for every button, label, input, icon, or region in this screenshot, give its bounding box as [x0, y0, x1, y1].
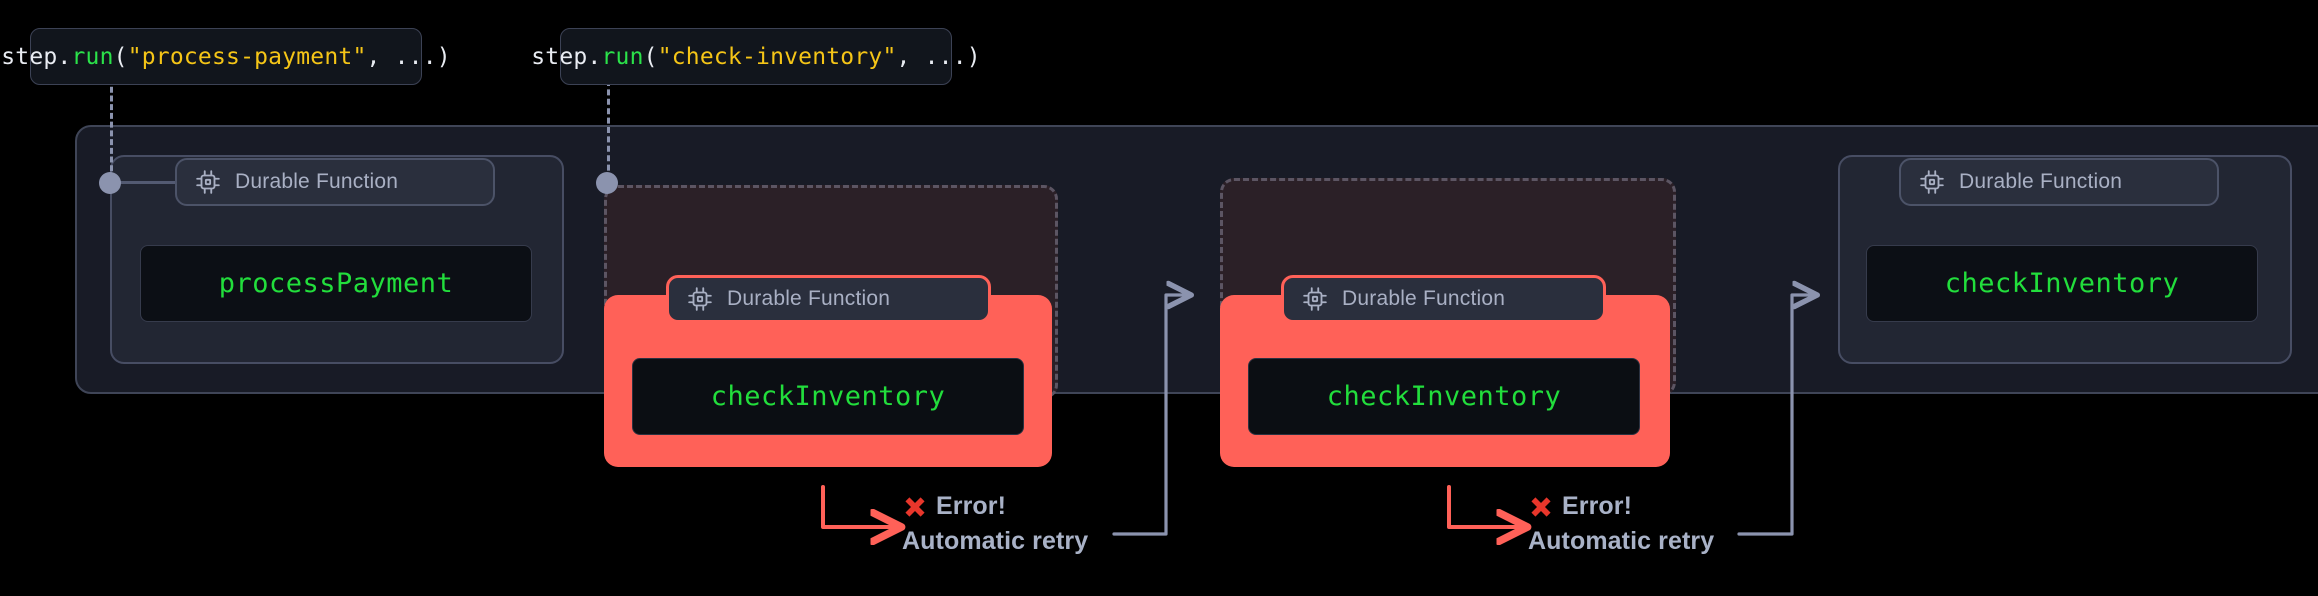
durable-function-label-4: Durable Function — [1959, 170, 2123, 193]
function-name-plate-3: checkInventory — [1248, 358, 1640, 435]
code-arg-2: "check-inventory" — [657, 43, 897, 70]
durable-function-label-3: Durable Function — [1342, 287, 1506, 310]
error-line-1: Error! — [902, 492, 1006, 521]
code-fn-1: run — [71, 43, 114, 70]
cpu-chip-icon — [688, 287, 712, 311]
function-name-plate-4: checkInventory — [1866, 245, 2258, 322]
durable-function-pill-1[interactable]: Durable Function — [175, 158, 495, 206]
code-rest-1: , ...) — [366, 43, 451, 70]
retry-elbow-red-1 — [821, 485, 900, 527]
durable-function-pill-4[interactable]: Durable Function — [1899, 158, 2219, 206]
error-line-2: Error! — [1528, 492, 1632, 521]
code-callout-process-payment[interactable]: step.run("process-payment", ...) — [1, 28, 451, 85]
x-mark-icon — [1531, 496, 1551, 517]
code-paren-1: ( — [113, 43, 128, 70]
function-name-plate-1: processPayment — [140, 245, 532, 322]
cpu-chip-icon — [196, 170, 220, 194]
code-fn-2: run — [601, 43, 644, 70]
retry-label-1: Automatic retry — [902, 527, 1089, 555]
cpu-chip-icon — [1920, 170, 1944, 194]
code-callout-check-inventory[interactable]: step.run("check-inventory", ...) — [531, 28, 981, 85]
dropper-line-1 — [110, 78, 113, 180]
dropper-line-2 — [607, 80, 610, 180]
anchor-stub-1 — [119, 181, 179, 184]
cpu-chip-icon — [1303, 287, 1327, 311]
durable-function-pill-2[interactable]: Durable Function — [666, 275, 991, 323]
durable-function-label-1: Durable Function — [235, 170, 399, 193]
error-caption-2: Error! Automatic retry — [1528, 492, 1714, 556]
error-label-2: Error! — [1562, 492, 1633, 520]
durable-function-label-2: Durable Function — [727, 287, 891, 310]
durable-function-pill-3[interactable]: Durable Function — [1281, 275, 1606, 323]
step-anchor-dot-1 — [99, 172, 121, 194]
code-prefix-2: step. — [531, 43, 602, 70]
code-rest-2: , ...) — [896, 43, 981, 70]
x-mark-icon — [905, 496, 925, 517]
retry-elbow-red-2 — [1447, 485, 1526, 527]
retry-label-2: Automatic retry — [1528, 527, 1715, 555]
code-prefix-1: step. — [1, 43, 72, 70]
error-caption-1: Error! Automatic retry — [902, 492, 1088, 556]
function-name-plate-2: checkInventory — [632, 358, 1024, 435]
error-label-1: Error! — [936, 492, 1007, 520]
step-anchor-dot-2 — [596, 172, 618, 194]
code-arg-1: "process-payment" — [127, 43, 367, 70]
code-paren-2: ( — [643, 43, 658, 70]
